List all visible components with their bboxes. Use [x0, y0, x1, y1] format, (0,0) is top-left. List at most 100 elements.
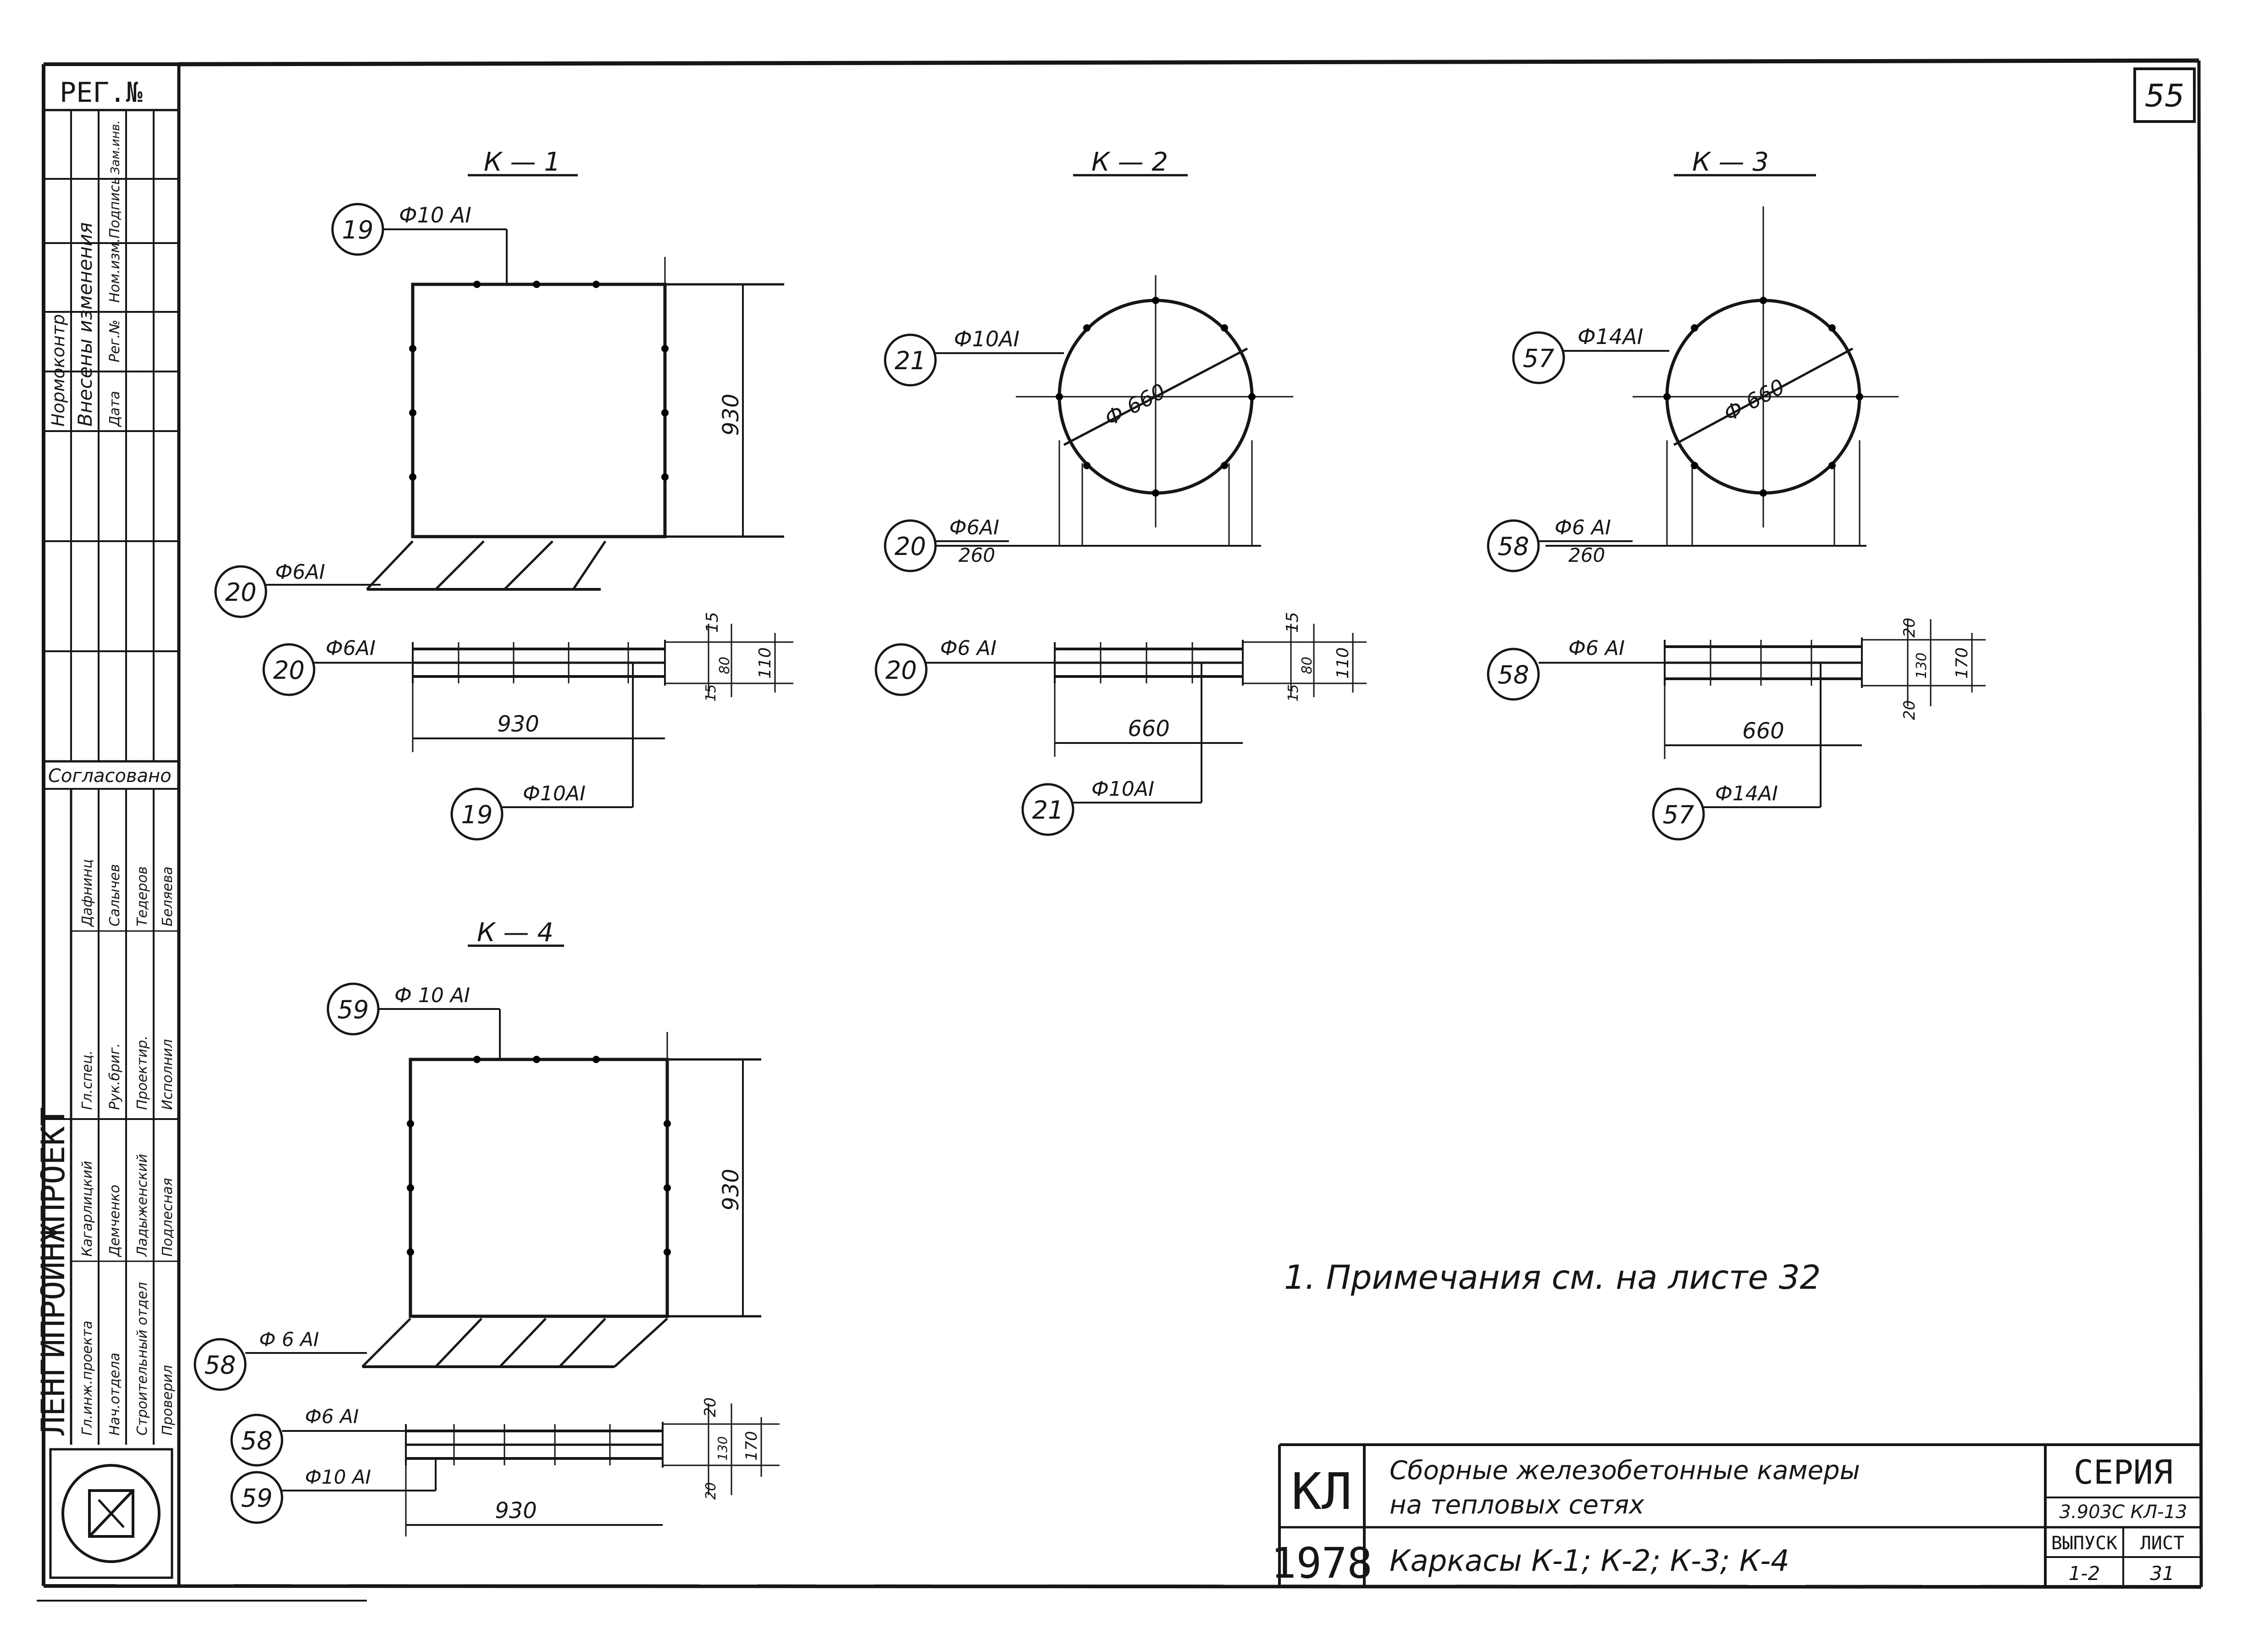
k3-label-side: Ф6 АI: [1555, 516, 1611, 539]
staff-role-6: Проверил: [160, 1365, 176, 1436]
staff-name-3: Строительный отдел: [134, 1282, 150, 1436]
k1-label-plan-bar: Ф6АI: [326, 637, 376, 660]
k4-mark-plan-bar: 58: [241, 1426, 273, 1455]
k3-label-top: Ф14АI: [1578, 324, 1643, 349]
k3-dim-2: 130: [1914, 653, 1930, 679]
k3-label-plan-mesh: Ф14АI: [1715, 782, 1778, 805]
k2-label-plan-mesh: Ф10АI: [1091, 777, 1154, 801]
signature-0: Дафнинц: [79, 859, 95, 927]
k4-dim-2: 130: [715, 1436, 730, 1461]
k1-label-side: Ф6АI: [275, 560, 325, 584]
k1-mark-plan-bar: 20: [273, 656, 305, 685]
k2-mark-plan-mesh: 21: [1032, 796, 1064, 825]
staff-role-5: Исполнил: [160, 1039, 176, 1110]
k2-label-side-len: 260: [958, 544, 995, 566]
k4-dim-total: 170: [742, 1431, 761, 1461]
k3-mark-side: 58: [1498, 532, 1529, 561]
staff-name-1: Демченко: [107, 1185, 123, 1258]
k3-plan-len: 660: [1742, 718, 1784, 744]
k2-mark-side: 20: [895, 532, 926, 561]
strip-sub-inv: Зам.инв.: [109, 120, 122, 174]
issue-label: ВЫПУСК: [2051, 1533, 2118, 1554]
frame-k3: К — 3 Ф 660 57 Ф14АI 58 Ф6 АI 260: [1487, 147, 1986, 841]
k1-title: К — 1: [484, 147, 560, 177]
k4-label-plan-mesh: Ф10 АI: [305, 1466, 371, 1488]
k1-mark-side: 20: [225, 578, 257, 607]
k1-dim-total: 110: [756, 647, 775, 679]
k3-label-plan-bar: Ф6 АI: [1568, 637, 1625, 660]
title-year: 1978: [1271, 1539, 1373, 1588]
k4-elevation-dots: [407, 1056, 671, 1256]
k1-label-top: Ф10 АI: [399, 203, 471, 227]
org-name: ЛЕНГИПРОИНЖПРОЕКТ: [34, 1107, 72, 1436]
k4-label-top: Ф 10 АI: [394, 984, 470, 1007]
reg-label: РЕГ.№: [60, 77, 143, 109]
k1-elevation-dots: [409, 281, 669, 481]
k4-dim-3: 20: [703, 1482, 719, 1500]
sheet-number: 55: [2145, 78, 2185, 114]
staff-role-2: Гл.спец.: [79, 1050, 95, 1110]
series-label: СЕРИЯ: [2074, 1453, 2173, 1491]
k1-dim-3: 15: [703, 684, 719, 702]
k3-mark-top: 57: [1523, 344, 1555, 373]
strip-header-norm: Нормоконтр.: [48, 309, 68, 427]
staff-role-4: Проектир.: [134, 1036, 150, 1110]
k3-title: К — 3: [1692, 147, 1769, 177]
staff-role-1: Нач.отдела: [107, 1353, 123, 1436]
k4-title: К — 4: [477, 918, 554, 948]
k2-title: К — 2: [1091, 147, 1168, 177]
k3-label-side-len: 260: [1568, 544, 1605, 566]
signature-1: Салычев: [107, 864, 123, 926]
sheet-label: ЛИСТ: [2140, 1533, 2184, 1554]
strip-sub-sign: Подпись: [107, 177, 123, 238]
strip-sub-date: Дата: [107, 391, 123, 427]
strip-sub-reg: Рег.№: [107, 320, 123, 362]
frame-k2: К — 2 Ф 660 21 Ф10АI 20 Ф6АI 260: [875, 147, 1367, 836]
title-line-1: Сборные железобетонные камеры: [1390, 1456, 1860, 1486]
k4-plan-len: 930: [495, 1498, 537, 1524]
k4-height-dim: 930: [718, 1169, 744, 1211]
k2-label-plan-bar: Ф6 АI: [940, 637, 997, 660]
frame-k4: К — 4 930 59 Ф 10 АI 58 Ф 6 АI: [194, 918, 780, 1536]
title-code: КЛ: [1291, 1462, 1352, 1521]
strip-agreed: Согласовано: [48, 765, 172, 787]
k1-plan-len: 930: [497, 711, 539, 737]
k2-plan-len: 660: [1128, 716, 1170, 742]
k1-dim-2: 80: [717, 657, 733, 674]
title-line-3: Каркасы К-1; К-2; К-3; К-4: [1390, 1544, 1789, 1578]
k2-mark-top: 21: [895, 346, 926, 375]
title-block: КЛ 1978 Сборные железобетонные камеры на…: [1271, 1443, 2201, 1588]
staff-name-2: Ладыженский: [134, 1154, 150, 1257]
org-logo: [49, 1448, 173, 1579]
k1-label-plan-mesh: Ф10АI: [523, 782, 586, 805]
k3-mark-plan-mesh: 57: [1663, 800, 1694, 829]
signature-2: Тедеров: [134, 866, 150, 926]
sheet-frame: [37, 58, 2203, 1602]
k4-label-plan-bar: Ф6 АI: [305, 1405, 359, 1428]
sheet-note: 1. Примечания см. на листе 32: [1284, 1258, 1821, 1297]
k2-dim-3: 15: [1285, 684, 1301, 702]
k4-mark-plan-mesh: 59: [241, 1484, 273, 1513]
k2-dim-1: 15: [1283, 612, 1302, 633]
k3-circle-dots: [1663, 297, 1863, 497]
k4-mark-top: 59: [338, 995, 369, 1024]
strip-sub-num: Ном.изм.: [107, 238, 123, 303]
k1-dim-1: 15: [703, 612, 722, 633]
k1-mark-plan-mesh: 19: [461, 800, 493, 829]
k4-mark-side: 58: [205, 1351, 236, 1380]
k2-dim-total: 110: [1334, 647, 1352, 679]
staff-name-4: Подлесная: [160, 1178, 176, 1257]
left-stamp-strip: РЕГ.№ Нормоконтр. Внесены изменения Дата…: [34, 64, 181, 1586]
title-line-2: на тепловых сетях: [1390, 1490, 1644, 1520]
k1-mark-top: 19: [342, 216, 374, 244]
k3-diameter: Ф 660: [1720, 374, 1789, 426]
series-value: 3.903С КЛ-13: [2060, 1502, 2187, 1523]
issue-value: 1-2: [2069, 1562, 2100, 1585]
staff-role-0: Гл.инж.проекта: [79, 1320, 95, 1436]
k3-dim-3: 20: [1900, 700, 1919, 720]
k2-label-top: Ф10АI: [954, 327, 1019, 351]
k3-dim-1: 20: [1900, 618, 1919, 638]
frame-k1: К — 1 930 19 Ф10 АI 20 Ф6АI: [214, 147, 793, 841]
sheet-number-box: 55: [2133, 67, 2196, 123]
